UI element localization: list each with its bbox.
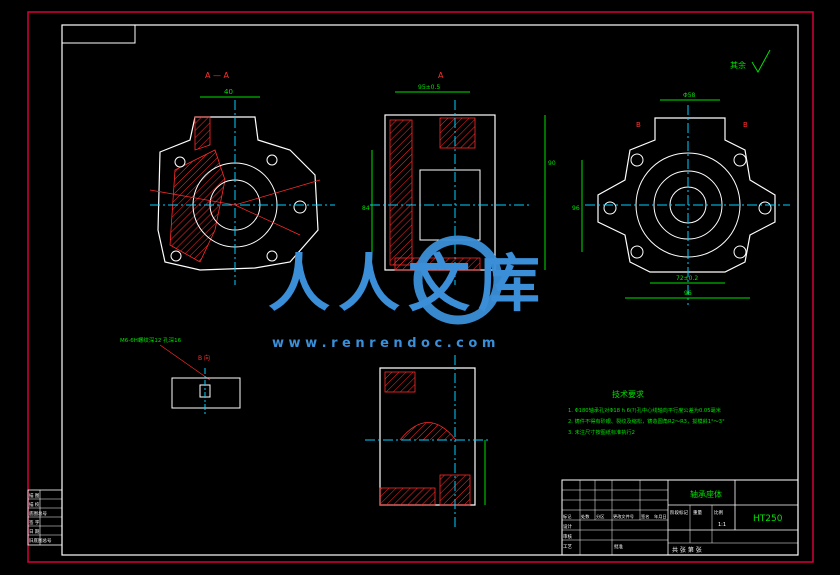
left-hole-br	[266, 250, 278, 262]
right-hole-left	[603, 201, 617, 215]
tb-role-1: 审核	[563, 533, 572, 540]
left-radial-dim-3	[234, 204, 301, 236]
right-hole-tr	[733, 153, 747, 167]
right-hole-tl	[630, 153, 644, 167]
left-dim-width-label: 40	[224, 88, 233, 96]
detail-b-view: M6-6H螺纹深12 孔深16 B 向	[120, 336, 241, 415]
tb-role-0: 设计	[563, 523, 572, 530]
middle-dim-top-label: 95±0.5	[418, 84, 440, 91]
detail-note: M6-6H螺纹深12 孔深16	[120, 336, 182, 344]
side-cell-0: 描 图	[29, 492, 40, 499]
tb-label-1: 处数	[581, 513, 590, 520]
left-radial-dim-1	[234, 179, 321, 206]
right-body-outline	[597, 117, 776, 273]
sheet-count: 共 张 第 张	[672, 546, 702, 554]
weight-label: 重量	[693, 509, 702, 516]
left-hole-bl	[170, 250, 182, 262]
watermark-logo-ring	[413, 235, 503, 325]
side-cell-1: 描 校	[29, 501, 40, 508]
middle-hatch-top	[439, 117, 476, 149]
tb-label-0: 标记	[563, 513, 572, 520]
side-cell-3: 签 字	[29, 519, 40, 526]
side-table-frame	[27, 489, 63, 546]
middle-section-view: A 95±0.5 90 84	[362, 71, 556, 285]
left-hole-tl	[174, 156, 186, 168]
stage-label: 阶段标记	[670, 509, 688, 516]
left-hatch-top	[194, 116, 211, 151]
left-hatch-region	[169, 149, 226, 263]
bottom-body-outline	[379, 367, 476, 506]
outer-frame	[27, 11, 814, 563]
tb-role-2: 工艺	[563, 544, 572, 550]
right-plan-view: 其余 B B Φ58 96 72±0.2 96	[572, 49, 790, 305]
right-hole-right	[758, 201, 772, 215]
right-dim-top-label: Φ58	[683, 92, 696, 99]
right-dim-vert-label: 96	[572, 205, 580, 212]
middle-hatch-left	[389, 119, 413, 266]
left-section-label: A — A	[205, 71, 230, 80]
side-table: 描 图 描 校 底图总号 签 字 日 期 旧底图总号	[27, 489, 63, 546]
tech-item-3: 3. 未注尺寸按图纸标准执行2	[568, 428, 635, 436]
tech-item-1: 1. Φ180轴承孔对Φ18 h 6(?)孔中心线轴向平行度公差为0.05毫米	[568, 406, 722, 414]
tech-title: 技术要求	[612, 389, 644, 399]
corner-code-box	[61, 24, 136, 44]
title-block: 轴承座体 HT250 比例 1:1 阶段标记 重量 共 张 第 张 标记 处数 …	[561, 479, 799, 556]
left-hole-side	[293, 200, 307, 214]
inner-frame	[61, 24, 799, 556]
bottom-hatch-top	[384, 371, 416, 393]
side-cell-5: 旧底图总号	[29, 537, 52, 544]
right-hole-br	[733, 245, 747, 259]
tb-role-3: 批准	[614, 543, 623, 550]
watermark: 人人文库 w w w . r e n r e n d o c . c o m	[268, 235, 548, 351]
right-label-b: B	[636, 121, 641, 129]
tb-label-5: 年月日	[654, 513, 667, 520]
material: HT250	[753, 514, 783, 524]
left-section-view: A — A 40	[149, 71, 335, 285]
tb-label-4: 签名	[641, 513, 649, 520]
right-label-b2: B	[743, 121, 748, 129]
tb-label-2: 分区	[596, 513, 604, 520]
tb-label-3: 更改文件号	[613, 513, 634, 520]
middle-dim-vert-label: 90	[548, 160, 556, 167]
middle-section-label: A	[438, 71, 444, 80]
watermark-brand: 人人文库	[268, 247, 548, 320]
middle-dim-vert2-label: 84	[362, 205, 370, 212]
title-block-frame	[561, 479, 799, 556]
left-radial-dim-2	[149, 189, 236, 206]
roughness-symbol	[751, 49, 771, 74]
left-hole-tr	[266, 154, 278, 166]
detail-leader	[159, 344, 211, 381]
side-cell-4: 日 期	[29, 529, 40, 535]
side-cell-2: 底图总号	[29, 510, 47, 517]
roughness-note: 其余	[730, 60, 746, 70]
right-hole-bl	[630, 245, 644, 259]
detail-label: B 向	[198, 354, 210, 362]
detail-outline	[171, 377, 241, 409]
bottom-arch	[399, 422, 457, 441]
bottom-section-view	[365, 355, 490, 530]
scale-label: 比例	[714, 509, 723, 516]
part-name: 轴承座体	[690, 489, 722, 499]
right-dim-bottom-label: 96	[684, 290, 692, 297]
watermark-url: w w w . r e n r e n d o c . c o m	[272, 336, 495, 351]
tech-requirements: 技术要求 1. Φ180轴承孔对Φ18 h 6(?)孔中心线轴向平行度公差为0.…	[568, 389, 725, 436]
right-dim-mid-label: 72±0.2	[676, 275, 698, 282]
tech-item-2: 2. 铸件不得有砂眼、裂纹及缩松，铸造圆角R2～R3，拔模斜1°～3°	[568, 417, 725, 425]
scale-value: 1:1	[718, 522, 726, 528]
bottom-hatch-base	[379, 487, 436, 506]
